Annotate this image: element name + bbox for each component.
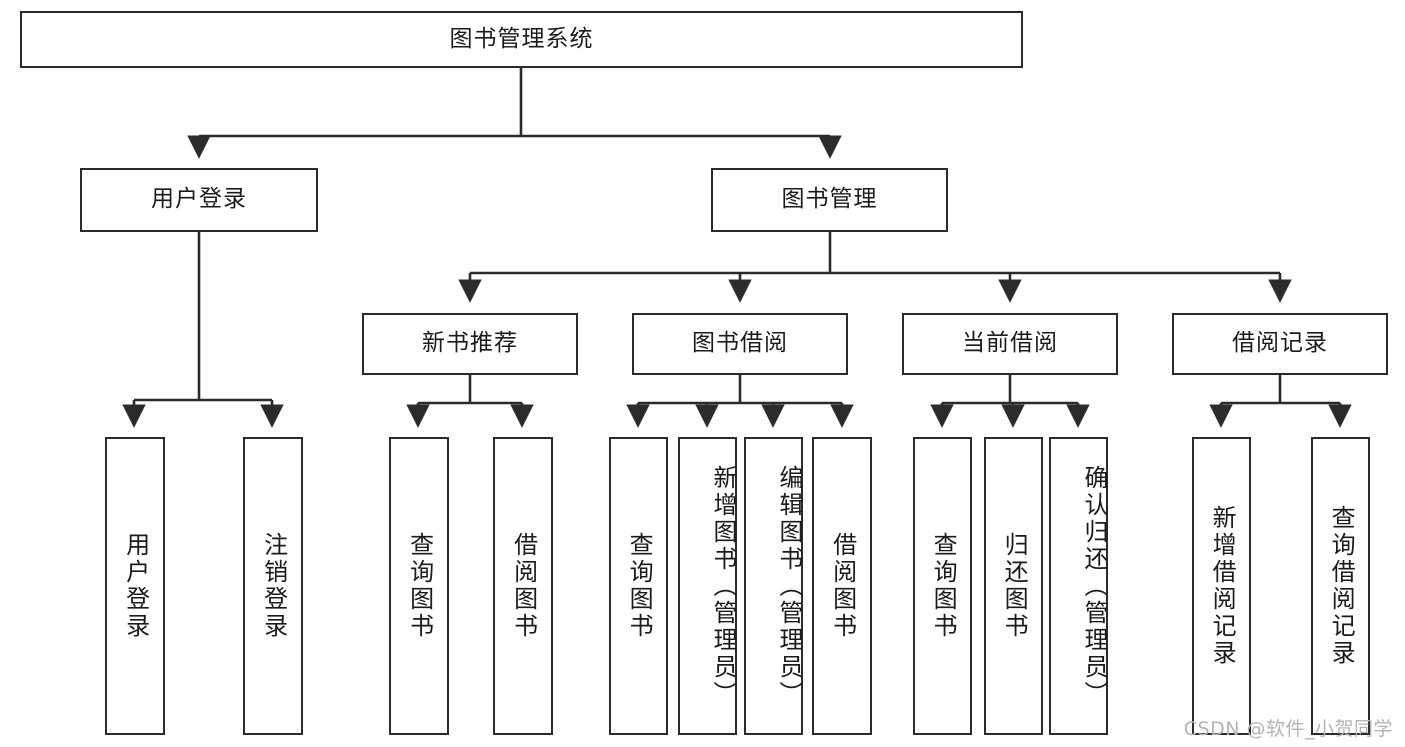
leaf-query-borrow-record[interactable]: 查询借阅记录: [1311, 437, 1370, 735]
node-label: 查询图书: [405, 532, 434, 640]
leaf-add-book-admin[interactable]: 新增图书（管理员）: [678, 437, 737, 735]
node-label: 编辑图书（管理员）: [775, 464, 803, 708]
leaf-borrow-book[interactable]: 借阅图书: [812, 437, 872, 735]
leaf-confirm-return-admin[interactable]: 确认归还（管理员）: [1049, 437, 1108, 735]
node-label: 借阅记录: [1232, 330, 1328, 357]
node-root-book-management-system[interactable]: 图书管理系统: [20, 11, 1023, 68]
node-label: 查询图书: [929, 532, 958, 640]
leaf-add-borrow-record[interactable]: 新增借阅记录: [1192, 437, 1251, 735]
node-user-login[interactable]: 用户登录: [80, 168, 318, 232]
node-label: 归还图书: [1000, 532, 1029, 640]
node-borrow-records[interactable]: 借阅记录: [1172, 313, 1388, 375]
node-label: 用户登录: [121, 532, 150, 640]
node-label: 注销登录: [259, 532, 288, 640]
node-new-book-recommendation[interactable]: 新书推荐: [362, 313, 578, 375]
leaf-borrow-book-recommendation[interactable]: 借阅图书: [493, 437, 553, 735]
leaf-edit-book-admin[interactable]: 编辑图书（管理员）: [744, 437, 803, 735]
csdn-watermark: CSDN @软件_小贺同学: [1183, 718, 1393, 740]
leaf-return-book[interactable]: 归还图书: [984, 437, 1043, 735]
leaf-logout[interactable]: 注销登录: [243, 437, 303, 735]
node-book-borrow[interactable]: 图书借阅: [632, 313, 848, 375]
node-label: 新增图书（管理员）: [709, 464, 737, 708]
node-label: 当前借阅: [962, 330, 1058, 357]
node-label: 借阅图书: [828, 532, 857, 640]
node-label: 图书管理: [781, 186, 878, 213]
node-label: 新书推荐: [422, 330, 518, 357]
leaf-query-book-borrow[interactable]: 查询图书: [609, 437, 668, 735]
node-label: 新增借阅记录: [1208, 505, 1237, 667]
node-current-borrow[interactable]: 当前借阅: [902, 313, 1118, 375]
node-label: 图书借阅: [692, 330, 788, 357]
node-label: 查询图书: [625, 532, 654, 640]
node-label: 图书管理系统: [449, 25, 594, 52]
node-label: 用户登录: [151, 186, 247, 213]
leaf-query-book-recommendation[interactable]: 查询图书: [389, 437, 449, 735]
node-label: 查询借阅记录: [1327, 505, 1356, 667]
node-label: 借阅图书: [509, 532, 538, 640]
node-book-management[interactable]: 图书管理: [711, 168, 948, 232]
leaf-query-book-current[interactable]: 查询图书: [913, 437, 972, 735]
node-label: 确认归还（管理员）: [1080, 464, 1108, 708]
leaf-user-login[interactable]: 用户登录: [105, 437, 165, 735]
